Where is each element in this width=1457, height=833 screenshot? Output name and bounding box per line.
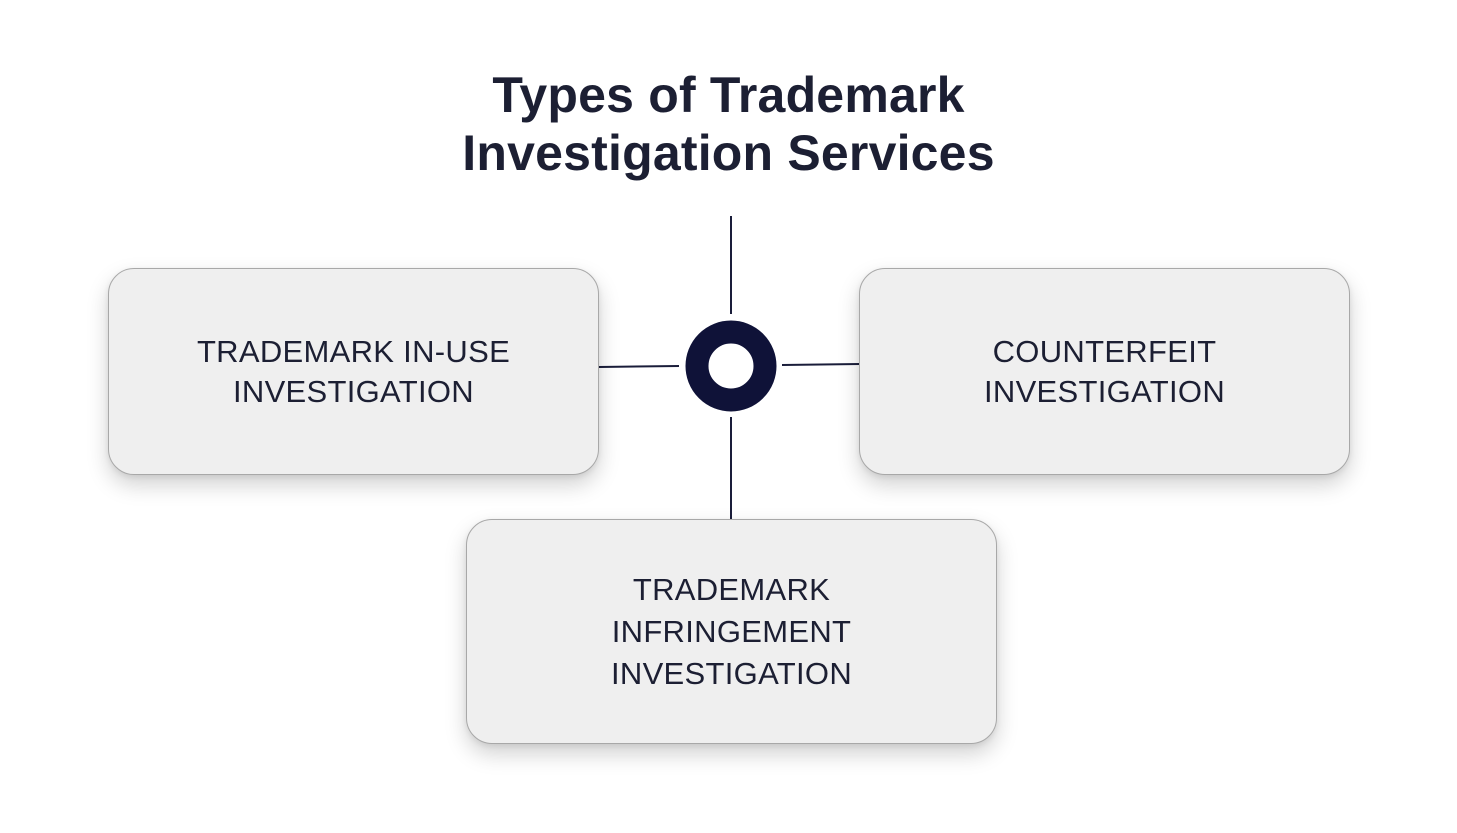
card-label-line: INVESTIGATION [232, 373, 474, 409]
card-trademark-infringement-investigation: TRADEMARK INFRINGEMENT INVESTIGATION [466, 519, 997, 744]
title-line-1: Types of Trademark [492, 67, 965, 123]
ring-icon [685, 320, 777, 412]
connector-right [781, 363, 861, 366]
card-label-line: COUNTERFEIT [992, 333, 1217, 369]
card-trademark-in-use-investigation: TRADEMARK IN-USE INVESTIGATION [108, 268, 599, 475]
card-counterfeit-investigation: COUNTERFEIT INVESTIGATION [859, 268, 1350, 475]
diagram-title: Types of Trademark Investigation Service… [0, 66, 1457, 182]
connector-left [598, 365, 680, 368]
card-label-line: TRADEMARK [632, 571, 831, 607]
card-label-line: INVESTIGATION [610, 655, 853, 691]
card-label-line: INVESTIGATION [983, 373, 1226, 409]
title-line-2: Investigation Services [462, 125, 995, 181]
card-label: COUNTERFEIT INVESTIGATION [984, 332, 1225, 412]
card-label: TRADEMARK INFRINGEMENT INVESTIGATION [611, 569, 852, 695]
card-label-line: TRADEMARK IN-USE [196, 333, 511, 369]
card-label: TRADEMARK IN-USE INVESTIGATION [197, 332, 510, 412]
card-label-line: INFRINGEMENT [611, 613, 852, 649]
